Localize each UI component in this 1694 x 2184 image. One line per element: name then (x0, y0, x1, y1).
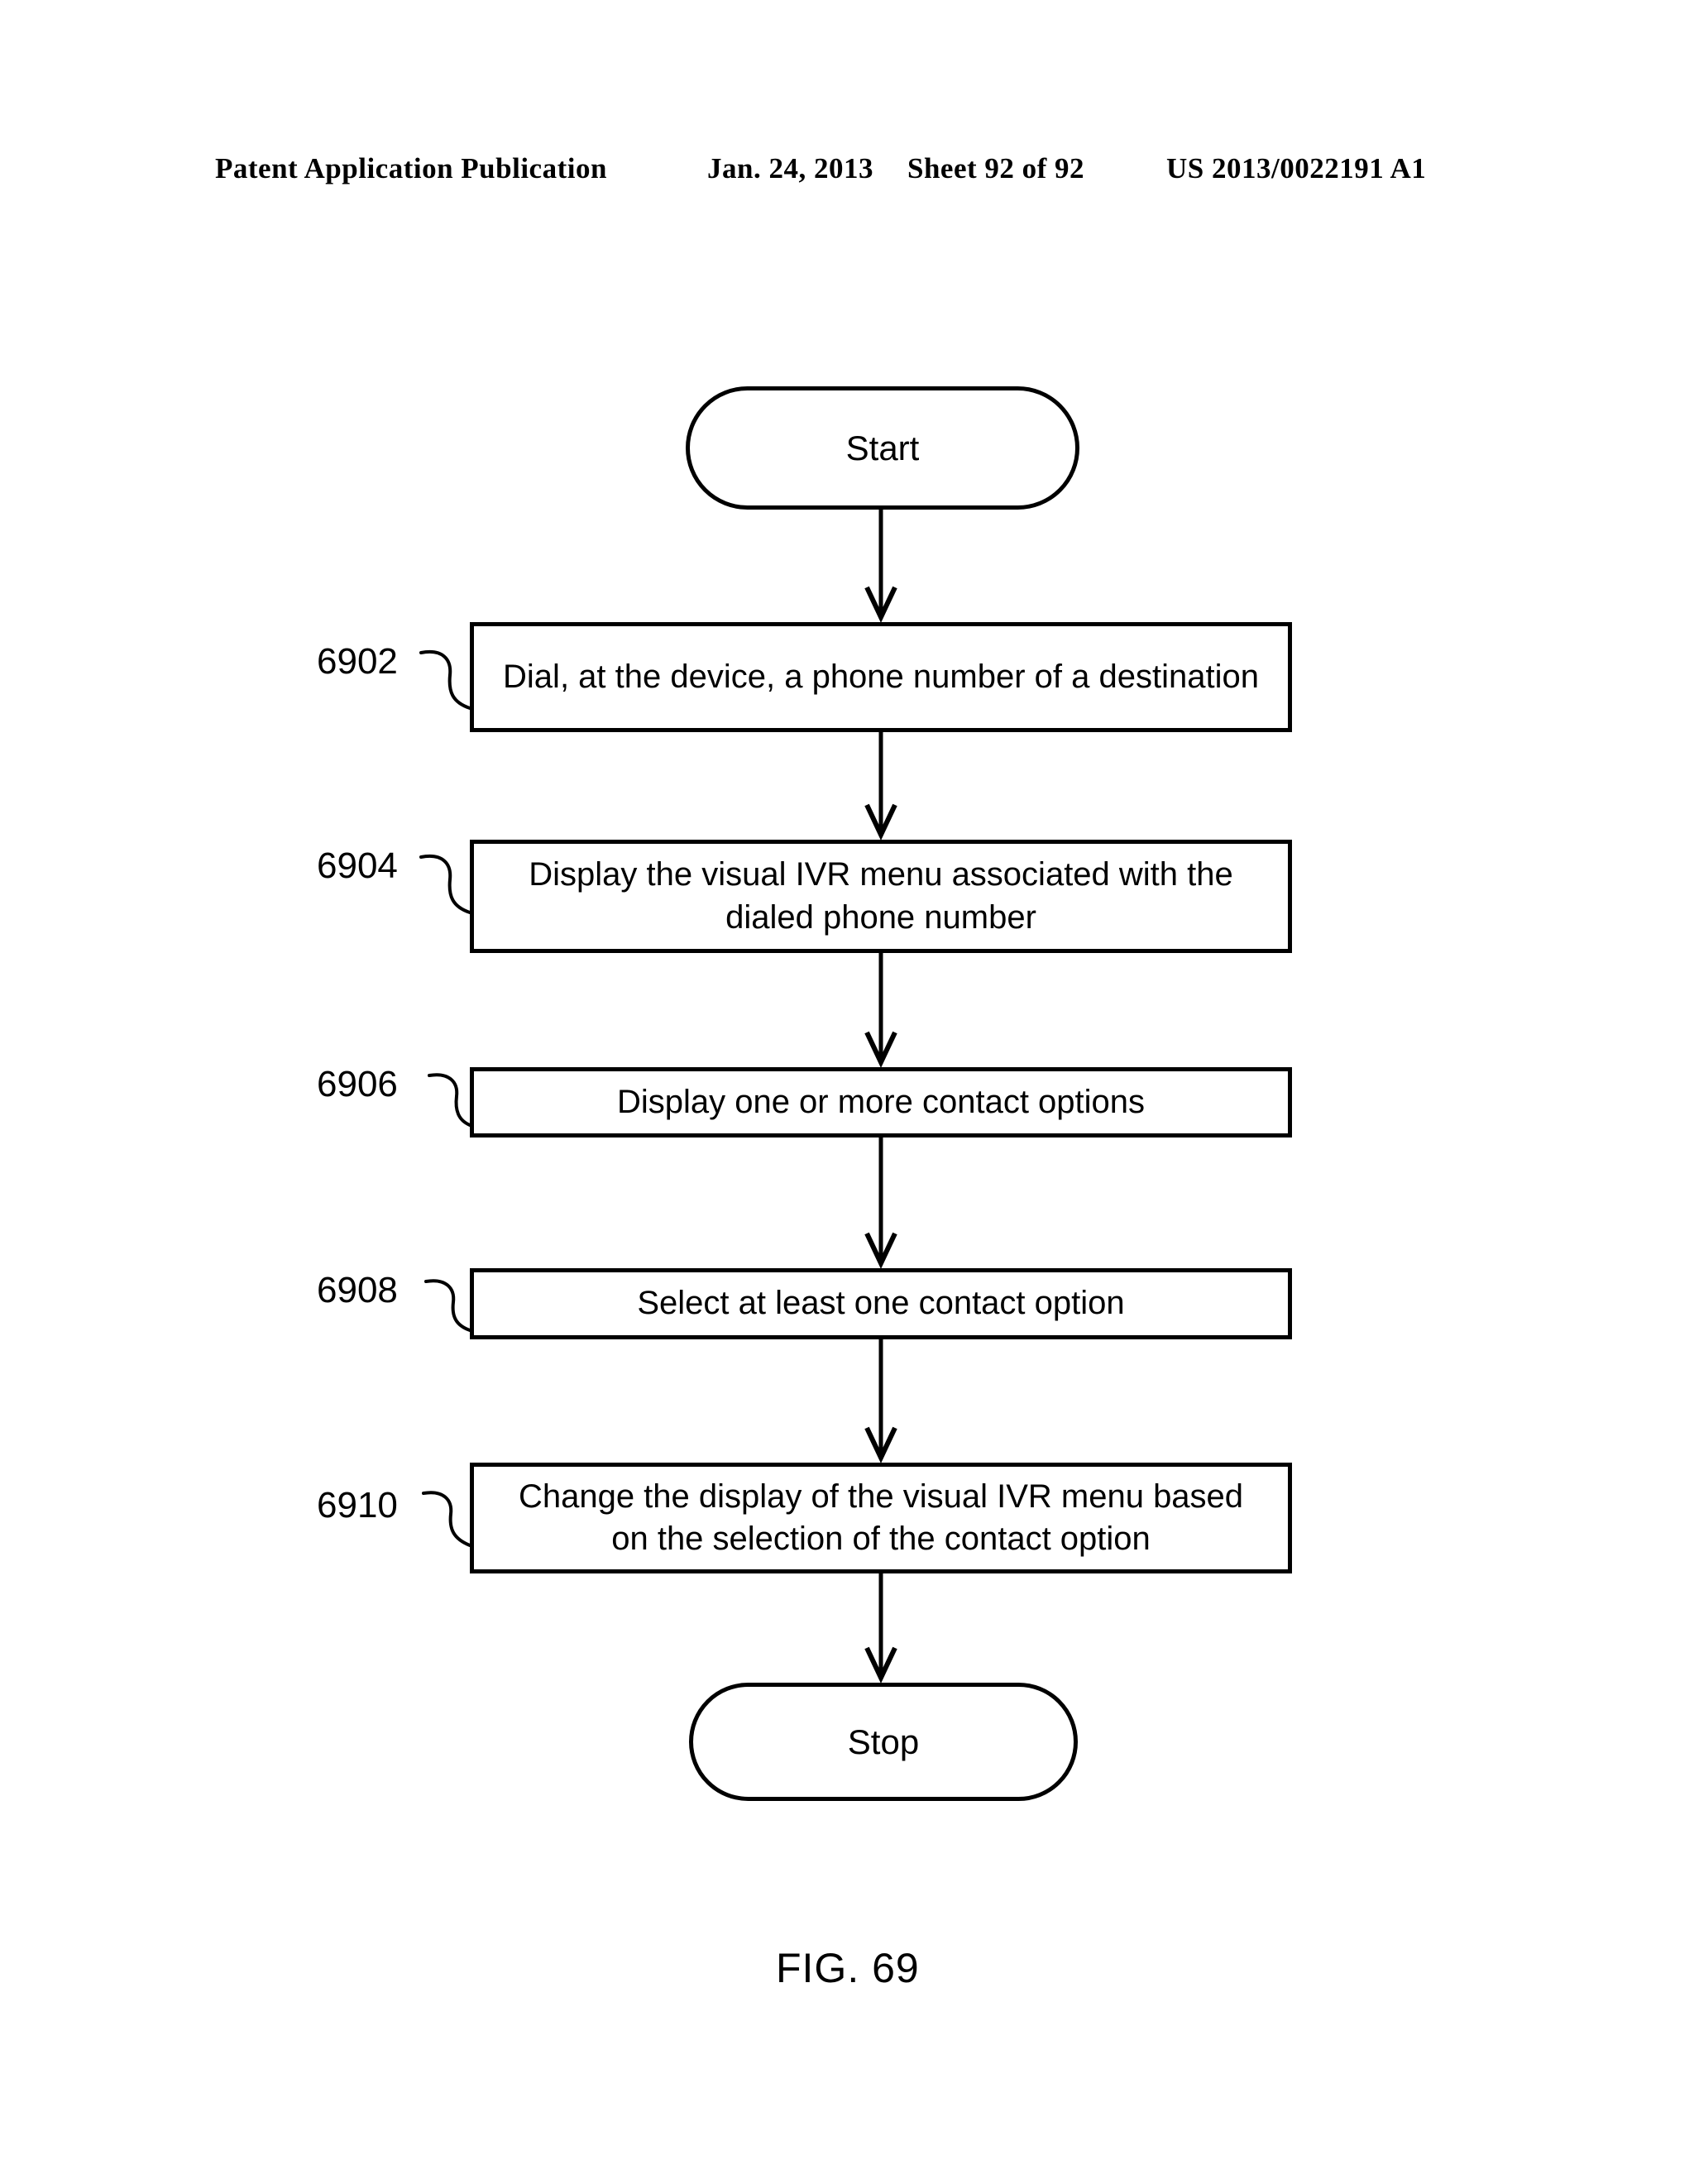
leader-line-6906 (428, 1073, 471, 1127)
step-text: Change the display of the visual IVR men… (518, 1478, 1244, 1557)
step-box-6902: Dial, at the device, a phone number of a… (470, 622, 1292, 732)
arrow-down-icon (864, 1426, 897, 1464)
start-terminal: Start (686, 386, 1079, 510)
step-text: Display one or more contact options (616, 1083, 1146, 1120)
step-text: Dial, at the device, a phone number of a… (503, 658, 1259, 695)
header-patent-number: US 2013/0022191 A1 (1166, 152, 1427, 184)
arrow-down-icon (864, 1031, 897, 1069)
leader-line-6910 (422, 1491, 471, 1547)
arrow-down-icon (864, 1646, 897, 1684)
header-date: Jan. 24, 2013 (707, 152, 873, 184)
ref-numeral-6906: 6906 (317, 1064, 398, 1104)
arrow-down-icon (864, 586, 897, 624)
header-publication-label: Patent Application Publication (215, 152, 607, 184)
step-box-6904: Display the visual IVR menu associated w… (470, 840, 1292, 953)
step-box-6908: Select at least one contact option (470, 1268, 1292, 1339)
step-text: Display the visual IVR menu associated w… (529, 856, 1233, 936)
leader-line-6908 (424, 1279, 471, 1332)
start-label: Start (845, 428, 920, 467)
ref-numeral-6904: 6904 (317, 845, 398, 886)
ref-numeral-6908: 6908 (317, 1270, 398, 1310)
arrow-down-icon (864, 803, 897, 841)
arrow-down-icon (864, 1232, 897, 1270)
leader-line-6904 (419, 854, 471, 914)
header-sheet-number: Sheet 92 of 92 (907, 152, 1085, 184)
leader-line-6902 (419, 649, 471, 710)
ref-numeral-6902: 6902 (317, 641, 398, 682)
stop-terminal: Stop (689, 1683, 1078, 1801)
ref-numeral-6910: 6910 (317, 1485, 398, 1525)
stop-label: Stop (847, 1722, 920, 1761)
figure-caption: FIG. 69 (776, 1945, 920, 1991)
step-box-6910: Change the display of the visual IVR men… (470, 1463, 1292, 1573)
step-text: Select at least one contact option (637, 1285, 1125, 1322)
step-box-6906: Display one or more contact options (470, 1067, 1292, 1138)
